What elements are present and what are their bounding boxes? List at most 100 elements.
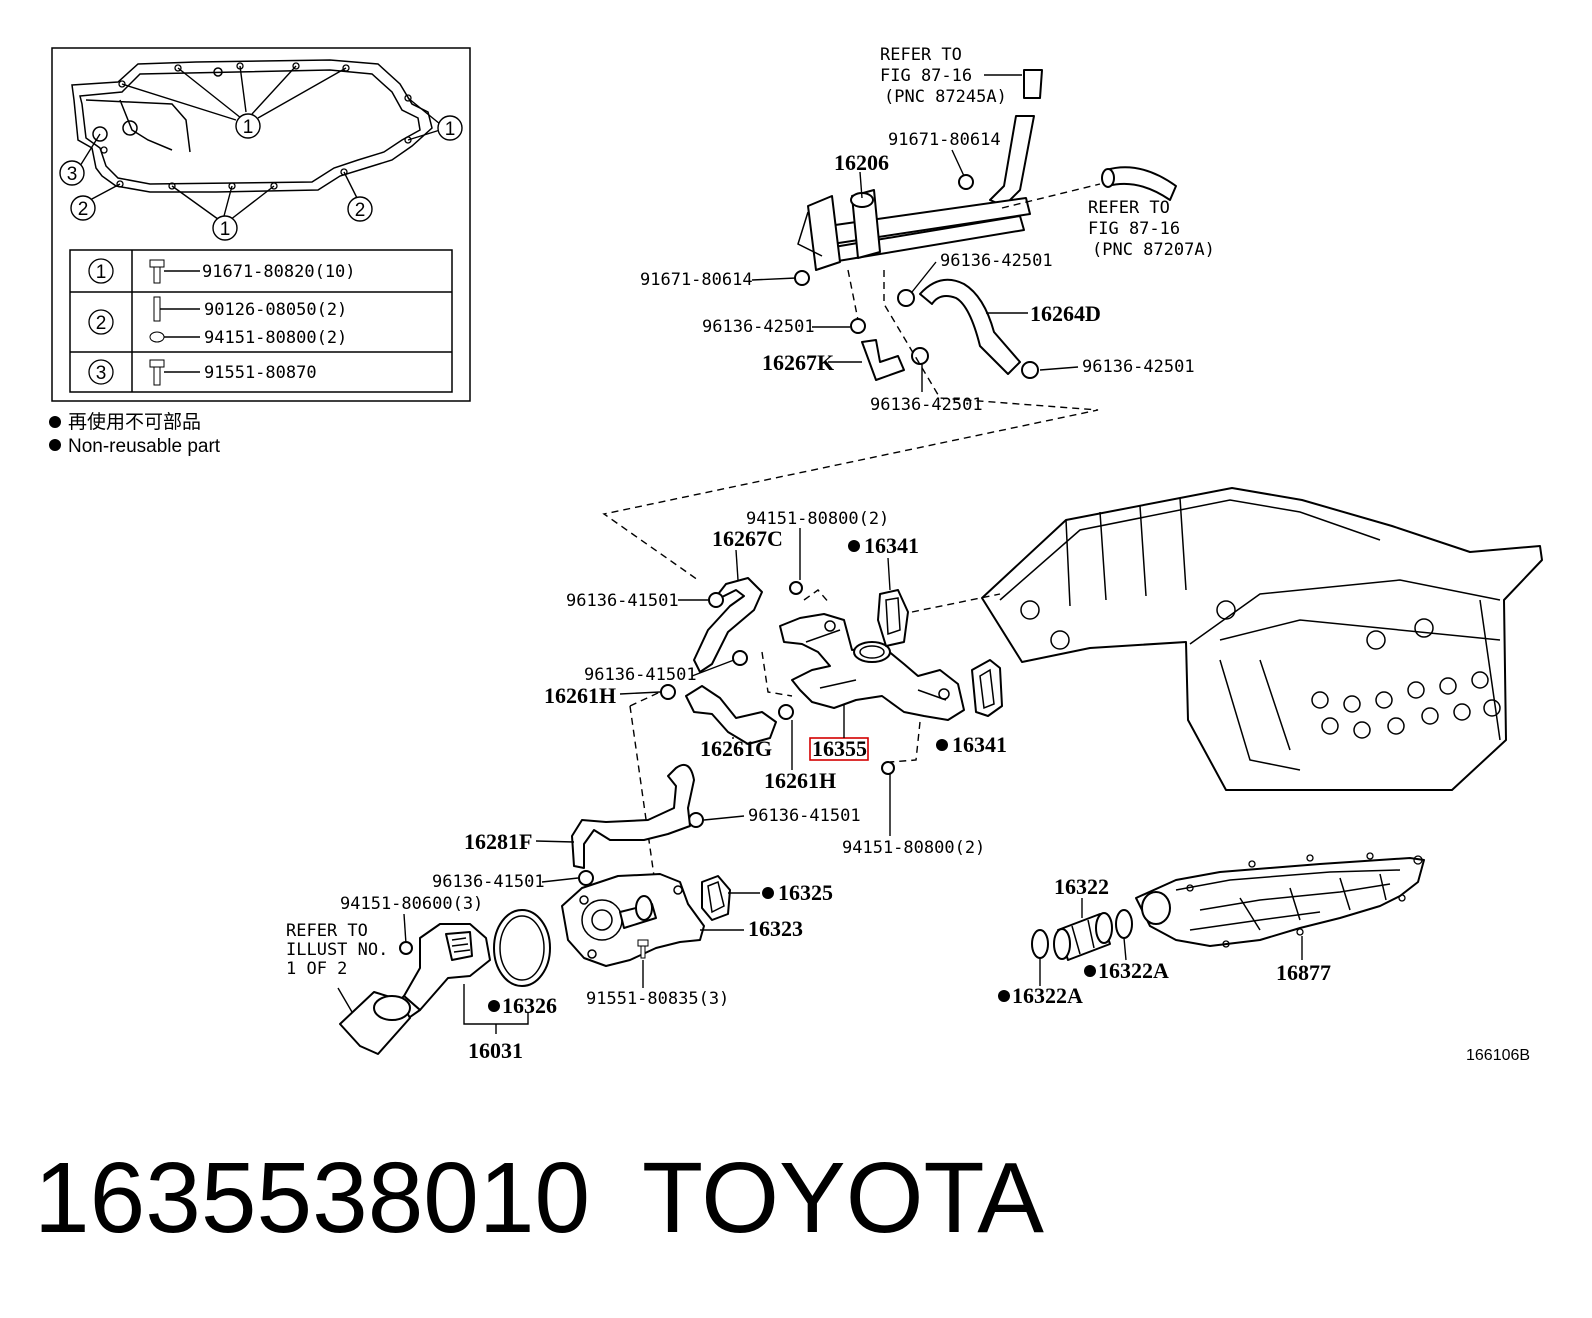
inset-callout-1b: 1 [437, 115, 463, 141]
non-reusable-bullet-icon [998, 990, 1010, 1002]
svg-text:FIG 87-16: FIG 87-16 [880, 66, 972, 86]
svg-text:91551-80870: 91551-80870 [204, 363, 317, 383]
label-96136-42501-bottom: 96136-42501 [870, 395, 983, 415]
label-16261G: 16261G [700, 736, 772, 761]
refer-note-b: REFER TO FIG 87-16 (PNC 87207A) [1088, 198, 1215, 260]
label-16264D: 16264D [1030, 301, 1101, 326]
thermostat-housing-16031 [339, 923, 491, 1055]
non-reusable-bullet-icon [848, 540, 860, 552]
inset-callout-3: 3 [59, 160, 85, 186]
svg-text:91671-80820(10): 91671-80820(10) [202, 262, 356, 282]
figure-code: 166106B [1466, 1047, 1530, 1064]
label-16322A-left: 16322A [998, 983, 1083, 1008]
label-96136-41501-a: 96136-41501 [566, 591, 679, 611]
legend-en: Non-reusable part [68, 436, 221, 457]
label-16341-top: 16341 [848, 533, 919, 558]
svg-text:ILLUST NO.: ILLUST NO. [286, 940, 388, 960]
water-outlet-housing-16355 [779, 613, 965, 721]
legend: 再使用不可部品 Non-reusable part [49, 411, 221, 457]
inset-callout-1c: 1 [212, 215, 238, 241]
bolt-icon [637, 939, 649, 959]
label-16322A-right: 16322A [1084, 958, 1169, 983]
svg-text:94151-80800(2): 94151-80800(2) [204, 328, 347, 348]
svg-text:16322A: 16322A [1098, 958, 1169, 983]
label-94151-80600: 94151-80600(3) [340, 894, 483, 914]
label-16031: 16031 [468, 1038, 523, 1063]
non-reusable-bullet-icon [1084, 965, 1096, 977]
bullet-icon [49, 416, 61, 428]
legend-cn: 再使用不可部品 [68, 411, 201, 433]
non-reusable-bullet-icon [762, 887, 774, 899]
table-row-1: 1 91671-80820(10) [88, 258, 356, 284]
gasket-16341-top [877, 589, 909, 647]
svg-text:1: 1 [96, 262, 107, 283]
svg-text:2: 2 [96, 313, 107, 334]
table-row-3: 3 91551-80870 [88, 359, 317, 386]
label-16267C: 16267C [712, 526, 783, 551]
svg-text:REFER TO: REFER TO [1088, 198, 1170, 218]
label-16267K: 16267K [762, 350, 834, 375]
fastener-table: 1 91671-80820(10) 2 90126-08 [69, 249, 453, 393]
label-96136-42501-left: 96136-42501 [702, 317, 815, 337]
gasket-16341-bottom [971, 659, 1003, 717]
label-16261H-bottom: 16261H [764, 768, 836, 793]
flange-bolt-icon [149, 359, 165, 386]
inset-callout-2b: 2 [347, 196, 373, 222]
label-94151-bottom: 94151-80800(2) [842, 838, 985, 858]
inset-callout-1a: 1 [235, 113, 261, 139]
oil-pipe-16322 [1053, 912, 1113, 961]
label-16355-highlight: 16355 [809, 736, 869, 761]
hose-16281F [571, 764, 695, 869]
label-16206: 16206 [834, 150, 889, 175]
hose-16261G [685, 685, 777, 745]
svg-text:2: 2 [355, 200, 366, 221]
svg-text:1: 1 [243, 117, 254, 138]
svg-text:FIG 87-16: FIG 87-16 [1088, 219, 1180, 239]
label-91671-left: 91671-80614 [640, 270, 753, 290]
refer-note-c: REFER TO ILLUST NO. 1 OF 2 [286, 921, 388, 979]
footer-part-number: 1635538010 [34, 1142, 591, 1254]
svg-text:16322A: 16322A [1012, 983, 1083, 1008]
stud-icon [153, 296, 161, 322]
label-91671-top: 91671-80614 [888, 130, 1001, 150]
label-96136-41501-b: 96136-41501 [584, 665, 697, 685]
svg-text:1: 1 [445, 119, 456, 140]
bullet-icon [49, 439, 61, 451]
svg-text:REFER TO: REFER TO [286, 921, 368, 941]
svg-text:(PNC 87207A): (PNC 87207A) [1092, 240, 1215, 260]
hose-16264D [919, 278, 1021, 375]
o-ring-16326 [493, 909, 551, 987]
bolt-icon [149, 259, 165, 284]
label-16326: 16326 [488, 993, 557, 1018]
svg-text:1: 1 [220, 219, 231, 240]
svg-text:16341: 16341 [952, 732, 1007, 757]
svg-text:3: 3 [67, 164, 78, 185]
label-16877: 16877 [1276, 960, 1331, 985]
water-pump-16323 [561, 873, 705, 967]
inset-callout-2a: 2 [70, 195, 96, 221]
svg-text:1 OF 2: 1 OF 2 [286, 959, 347, 979]
footer-brand: TOYOTA [642, 1142, 1044, 1254]
bracket-16031 [463, 984, 529, 1034]
label-16325: 16325 [762, 880, 833, 905]
svg-text:16355: 16355 [812, 736, 867, 761]
label-91551-80835: 91551-80835(3) [586, 989, 729, 1009]
svg-text:90126-08050(2): 90126-08050(2) [204, 300, 347, 320]
refer-note-a: REFER TO FIG 87-16 (PNC 87245A) [880, 45, 1022, 107]
svg-text:2: 2 [78, 199, 89, 220]
label-16322: 16322 [1054, 874, 1109, 899]
svg-text:3: 3 [96, 363, 107, 384]
non-reusable-bullet-icon [488, 1000, 500, 1012]
hose-clamp-icon [794, 174, 1039, 379]
label-94151-top: 94151-80800(2) [746, 509, 889, 529]
svg-text:16341: 16341 [864, 533, 919, 558]
water-bypass-pipe [797, 69, 1177, 271]
label-96136-41501-c: 96136-41501 [748, 806, 861, 826]
svg-text:REFER TO: REFER TO [880, 45, 962, 65]
svg-text:16325: 16325 [778, 880, 833, 905]
label-16341-bottom: 16341 [936, 732, 1007, 757]
label-96136-42501-top: 96136-42501 [940, 251, 1053, 271]
hose-clamp-icon [578, 581, 895, 886]
nut-icon [399, 941, 413, 955]
